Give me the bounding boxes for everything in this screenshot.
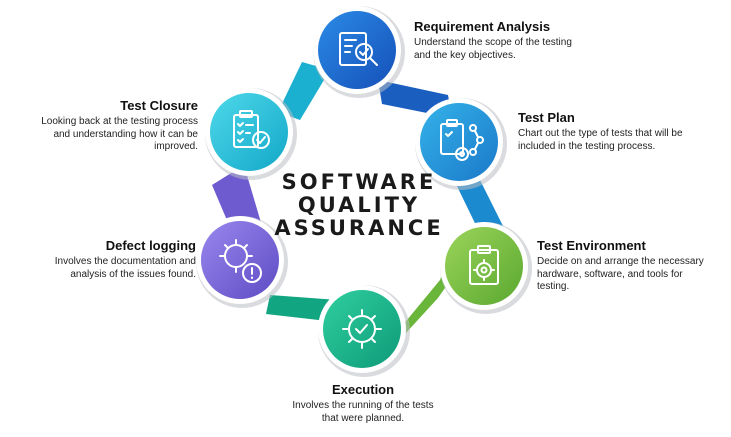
stage-description: Decide on and arrange the necessary hard… xyxy=(537,256,704,292)
diagram-title-line-2: QUALITY xyxy=(298,193,420,217)
stage-description: Looking back at the testing process and … xyxy=(41,116,198,152)
stage-node-test-environment xyxy=(440,222,532,314)
diagram-title-line-3: ASSURANCE xyxy=(274,216,443,240)
diagram-title-line-1: SOFTWARE xyxy=(282,170,437,194)
stage-label-defect-logging: Defect logging Involves the documentatio… xyxy=(40,238,196,281)
stage-description: Understand the scope of the testing and … xyxy=(414,37,572,61)
stage-description: Involves the documentation and analysis … xyxy=(54,256,196,280)
stage-node-test-closure xyxy=(205,88,297,180)
stage-title: Requirement Analysis xyxy=(414,19,551,34)
stage-label-requirement-analysis: Requirement Analysis Understand the scop… xyxy=(414,19,584,62)
stage-node-execution xyxy=(318,285,410,377)
gear-alert-icon xyxy=(219,239,262,283)
gear-check-icon xyxy=(342,309,382,349)
document-search-icon xyxy=(339,32,378,66)
stage-title: Defect logging xyxy=(105,238,196,253)
checklist-icon xyxy=(233,110,270,149)
stage-label-test-plan: Test Plan Chart out the type of tests th… xyxy=(518,110,683,153)
stage-node-defect-logging xyxy=(196,216,288,308)
stage-title: Execution xyxy=(331,382,395,397)
clipboard-flow-icon xyxy=(440,119,484,161)
stage-node-test-plan xyxy=(415,98,507,190)
stage-title: Test Plan xyxy=(518,110,575,125)
stage-description: Involves the running of the tests that w… xyxy=(292,400,434,424)
stage-label-test-environment: Test Environment Decide on and arrange t… xyxy=(537,238,717,294)
stage-label-test-closure: Test Closure Looking back at the testing… xyxy=(40,98,198,154)
stage-description: Chart out the type of tests that will be… xyxy=(518,128,683,152)
stage-node-requirement-analysis xyxy=(313,6,405,98)
stage-title: Test Environment xyxy=(537,238,646,253)
stage-label-execution: Execution Involves the running of the te… xyxy=(283,382,443,425)
clipboard-gear-icon xyxy=(469,245,499,285)
stage-title: Test Closure xyxy=(120,98,198,113)
